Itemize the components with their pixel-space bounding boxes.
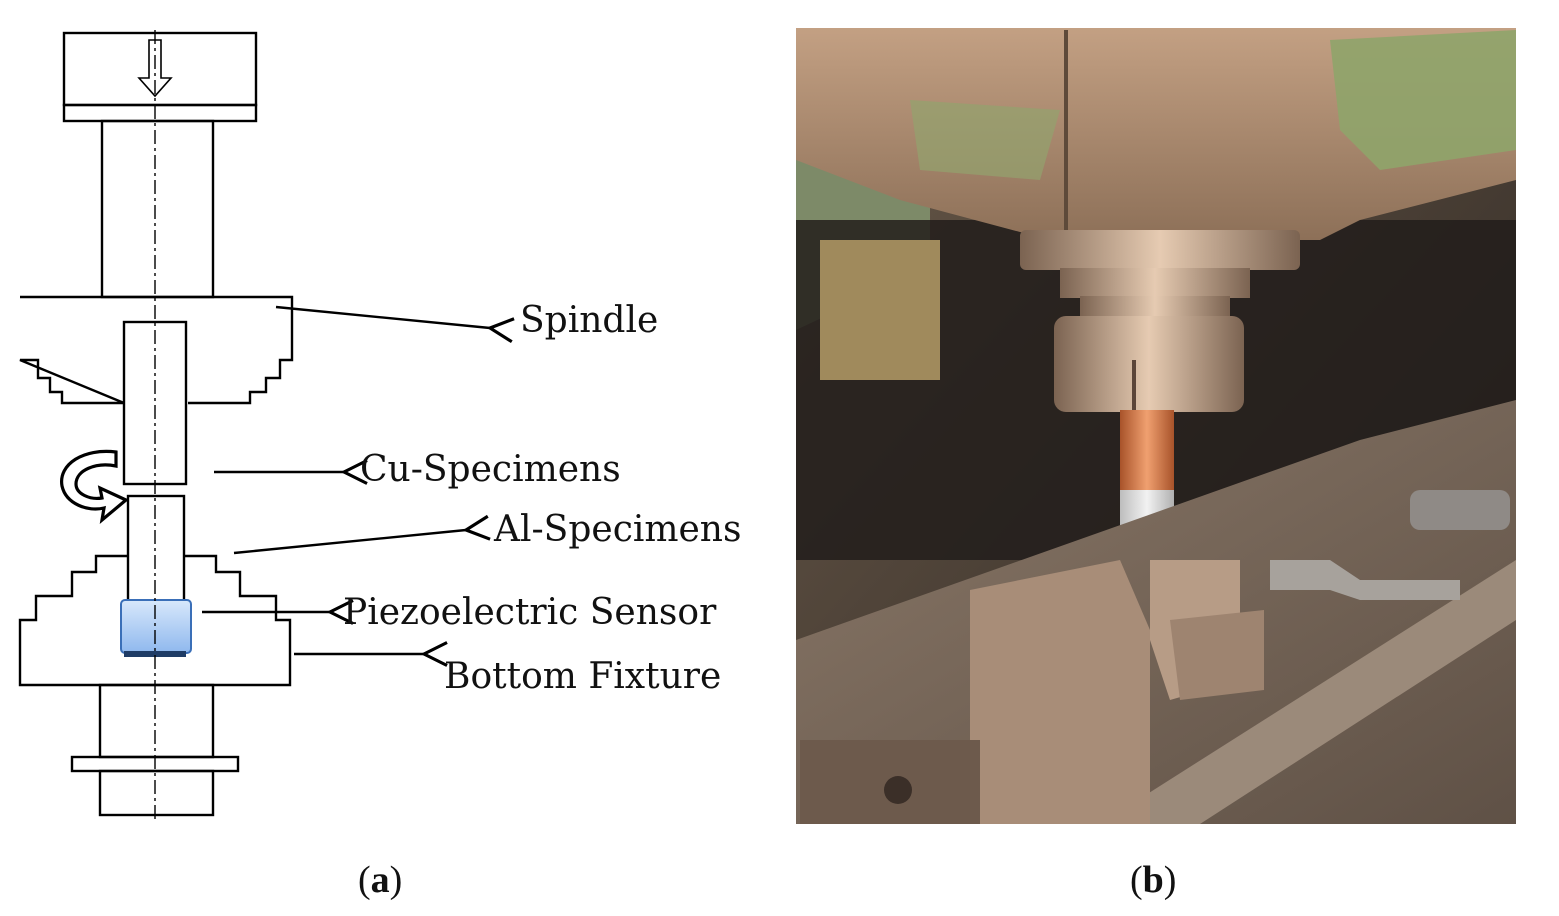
copper-rod [1120, 410, 1174, 490]
top-load-block [62, 31, 258, 107]
vise-bolt [884, 776, 912, 804]
piezo-sensor-base [124, 651, 186, 657]
table-rail [1100, 560, 1516, 824]
piezo-sensor [120, 599, 192, 654]
spindle-leader [275, 305, 490, 328]
spindle-collar-1 [1020, 230, 1300, 270]
bottom-fixture-label: Bottom Fixture [444, 656, 721, 697]
wrench [1270, 560, 1460, 600]
caption-b-letter: b [1143, 859, 1164, 901]
caption-b-open: ( [1130, 859, 1143, 901]
green-paint-patch [1330, 30, 1516, 170]
caption-b: (b) [1130, 859, 1176, 901]
spindle-shaft [100, 119, 215, 299]
bottom-shaft [98, 683, 215, 759]
spindle-head [19, 295, 294, 405]
al-specimen [126, 494, 186, 608]
green-paint-patch-2 [910, 100, 1060, 180]
spindle-collar-2 [1060, 268, 1250, 298]
caption-b-close: ) [1164, 859, 1177, 901]
rotation-arrow-icon [60, 449, 129, 524]
al-leader [233, 530, 466, 555]
background-box [820, 240, 940, 380]
schematic-diagram: Spindle Cu-Specimens Al-Specimens Piezoe… [18, 30, 741, 820]
al-specimens-label: Al-Specimens [493, 509, 741, 550]
chuck [1054, 316, 1244, 412]
down-arrow-icon [137, 39, 173, 98]
caption-a-close: ) [390, 859, 403, 901]
spindle-label: Spindle [520, 300, 658, 341]
vise-left-jaw [970, 560, 1150, 824]
machine-photo [796, 28, 1516, 824]
caption-a-open: ( [358, 859, 371, 901]
cu-specimens-label: Cu-Specimens [360, 449, 621, 490]
caption-a-letter: a [371, 859, 390, 901]
bottom-base [98, 769, 215, 817]
vise-front-block [1170, 610, 1264, 700]
wrench-tool [1410, 490, 1510, 530]
caption-a: (a) [358, 859, 402, 901]
top-plate [62, 103, 258, 123]
piezo-sensor-label: Piezoelectric Sensor [343, 592, 717, 633]
